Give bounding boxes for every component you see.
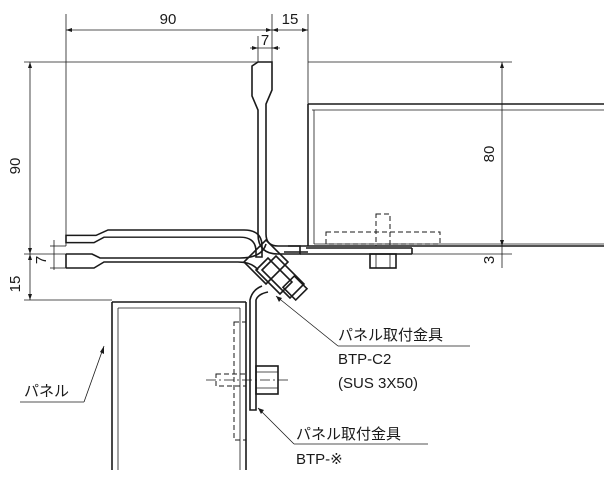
corner-bolt — [254, 256, 309, 302]
label-panel: パネル — [24, 383, 69, 400]
dim-top-90: 90 — [160, 11, 177, 28]
lower-bracket — [206, 285, 290, 441]
label-bracket-x-code: BTP-※ — [296, 451, 343, 468]
dim-top-7: 7 — [261, 32, 269, 49]
label-bracket-c2-spec: (SUS 3X50) — [338, 375, 418, 392]
dim-right-80: 80 — [481, 146, 498, 163]
dim-left-15: 15 — [7, 276, 24, 293]
bottom-panel — [111, 301, 247, 470]
leader-arrow-panel — [100, 346, 104, 354]
leaders — [20, 295, 470, 445]
dim-top-15: 15 — [282, 11, 299, 28]
leader-arrow-c2 — [276, 296, 282, 302]
dim-right-3: 3 — [481, 256, 498, 264]
right-bracket — [300, 213, 441, 269]
connector-plate — [242, 238, 308, 300]
dim-left-7: 7 — [33, 256, 50, 264]
dimension-arrows — [28, 28, 504, 300]
label-bracket-x-name: パネル取付金具 — [296, 426, 401, 443]
label-bracket-c2-code: BTP-C2 — [338, 351, 391, 368]
dim-left-90: 90 — [7, 158, 24, 175]
right-panel — [307, 103, 604, 247]
leader-arrow-x — [258, 408, 264, 414]
corner-bracket-btp-c2 — [65, 61, 301, 271]
label-bracket-c2-name: パネル取付金具 — [338, 327, 443, 344]
